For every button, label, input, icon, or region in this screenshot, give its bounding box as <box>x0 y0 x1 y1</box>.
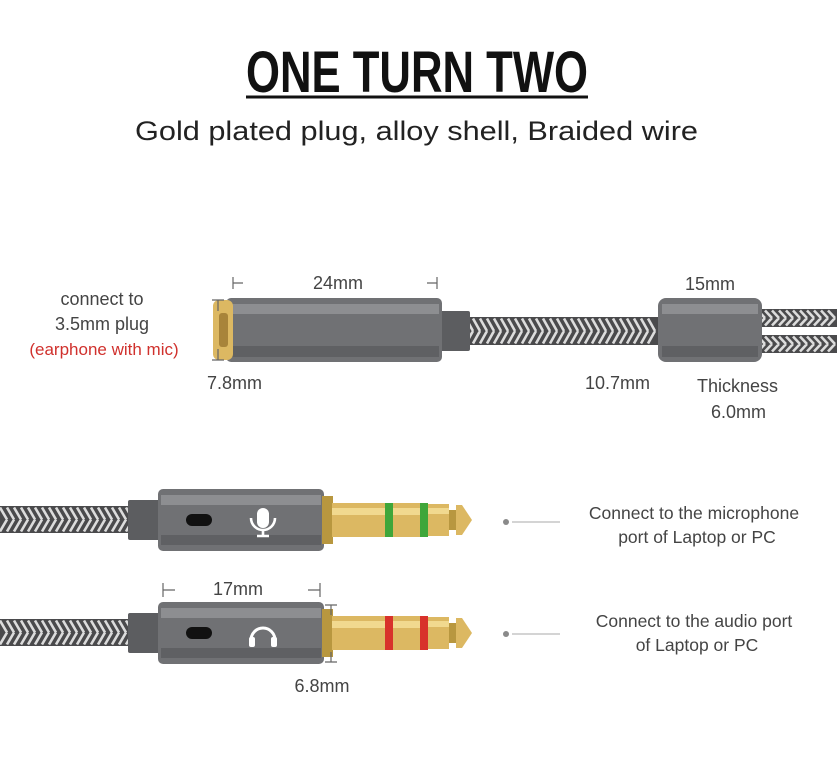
page-subtitle: Gold plated plug, alloy shell, Braided w… <box>135 116 698 146</box>
female-jack-assembly <box>213 298 837 362</box>
mic-plug-description: Connect to the microphone <box>589 503 799 523</box>
splitter-highlight <box>662 304 758 314</box>
headphone-cup-left <box>249 637 255 647</box>
plug-ring-section-highlight <box>393 508 420 515</box>
plug-tip <box>456 505 472 535</box>
cable-base <box>758 309 837 327</box>
jack-body-shade <box>229 346 439 357</box>
audio-plug-description: of Laptop or PC <box>636 635 759 655</box>
jack-body-highlight <box>229 304 439 314</box>
dimension-ticks <box>162 583 321 597</box>
dimension-6-8mm: 6.8mm <box>294 604 350 696</box>
plug-tip <box>456 618 472 648</box>
splitter-length-label: 15mm <box>685 274 735 294</box>
plug-ring-section-highlight <box>393 621 420 628</box>
splitter-thickness-value: 6.0mm <box>711 402 766 422</box>
audio-plug <box>0 602 472 664</box>
jack-length-label: 24mm <box>313 273 363 293</box>
dimension-ticks <box>232 277 438 289</box>
splitter-thickness-label: Thickness <box>697 376 778 396</box>
plug-ring <box>385 616 393 650</box>
dimension-7-8mm: 7.8mm <box>207 299 262 393</box>
plug-flange <box>322 609 333 657</box>
plug-ring <box>420 616 428 650</box>
plug-neck <box>449 623 456 643</box>
headphone-icon <box>249 626 277 647</box>
splitter-shade <box>662 346 758 357</box>
plug-body-shade <box>161 648 321 658</box>
mic-plug <box>0 489 472 551</box>
jack-connect-label: connect to <box>60 289 143 309</box>
plug-sleeve-highlight <box>332 621 385 628</box>
mic-plug-description: port of Laptop or PC <box>618 527 776 547</box>
plug-slot <box>186 627 212 639</box>
plug-neck <box>449 510 456 530</box>
plug-slot <box>186 514 212 526</box>
plug-body-shade <box>161 535 321 545</box>
braided-cable <box>0 506 135 533</box>
plug-sleeve-highlight <box>332 508 385 515</box>
mic-stem <box>257 530 269 538</box>
jack-diameter-label: 7.8mm <box>207 373 262 393</box>
braided-cable <box>0 619 135 646</box>
plug-body-highlight <box>161 495 321 505</box>
plug-collar <box>128 500 162 540</box>
jack-gold-socket <box>219 313 228 347</box>
dimension-ticks <box>325 604 337 663</box>
headphone-band <box>249 626 277 641</box>
page-title: ONE TURN TWO <box>246 40 588 105</box>
plug-body-highlight <box>161 608 321 618</box>
plug-collar <box>128 613 162 653</box>
jack-collar <box>438 311 470 351</box>
cable-base <box>758 335 837 353</box>
headphone-cup-right <box>271 637 277 647</box>
dimension-24mm: 24mm <box>232 273 438 293</box>
audio-plug-length-label: 17mm <box>213 579 263 599</box>
plug-ring <box>385 503 393 537</box>
audio-plug-diameter-label: 6.8mm <box>294 676 349 696</box>
plug-ring <box>420 503 428 537</box>
plug-tip-highlight <box>428 621 449 627</box>
plug-tip-highlight <box>428 508 449 514</box>
microphone-icon <box>249 508 277 538</box>
jack-connect-label: 3.5mm plug <box>55 314 149 334</box>
audio-plug-description: Connect to the audio port <box>596 611 793 631</box>
plug-flange <box>322 496 333 544</box>
pointer-dot <box>503 631 509 637</box>
mic-capsule <box>257 508 269 528</box>
dimension-17mm: 17mm <box>162 579 321 599</box>
splitter-width-label: 10.7mm <box>585 373 650 393</box>
pointer-dot <box>503 519 509 525</box>
dimension-ticks <box>212 299 224 361</box>
jack-connect-note: (earphone with mic) <box>29 340 178 359</box>
